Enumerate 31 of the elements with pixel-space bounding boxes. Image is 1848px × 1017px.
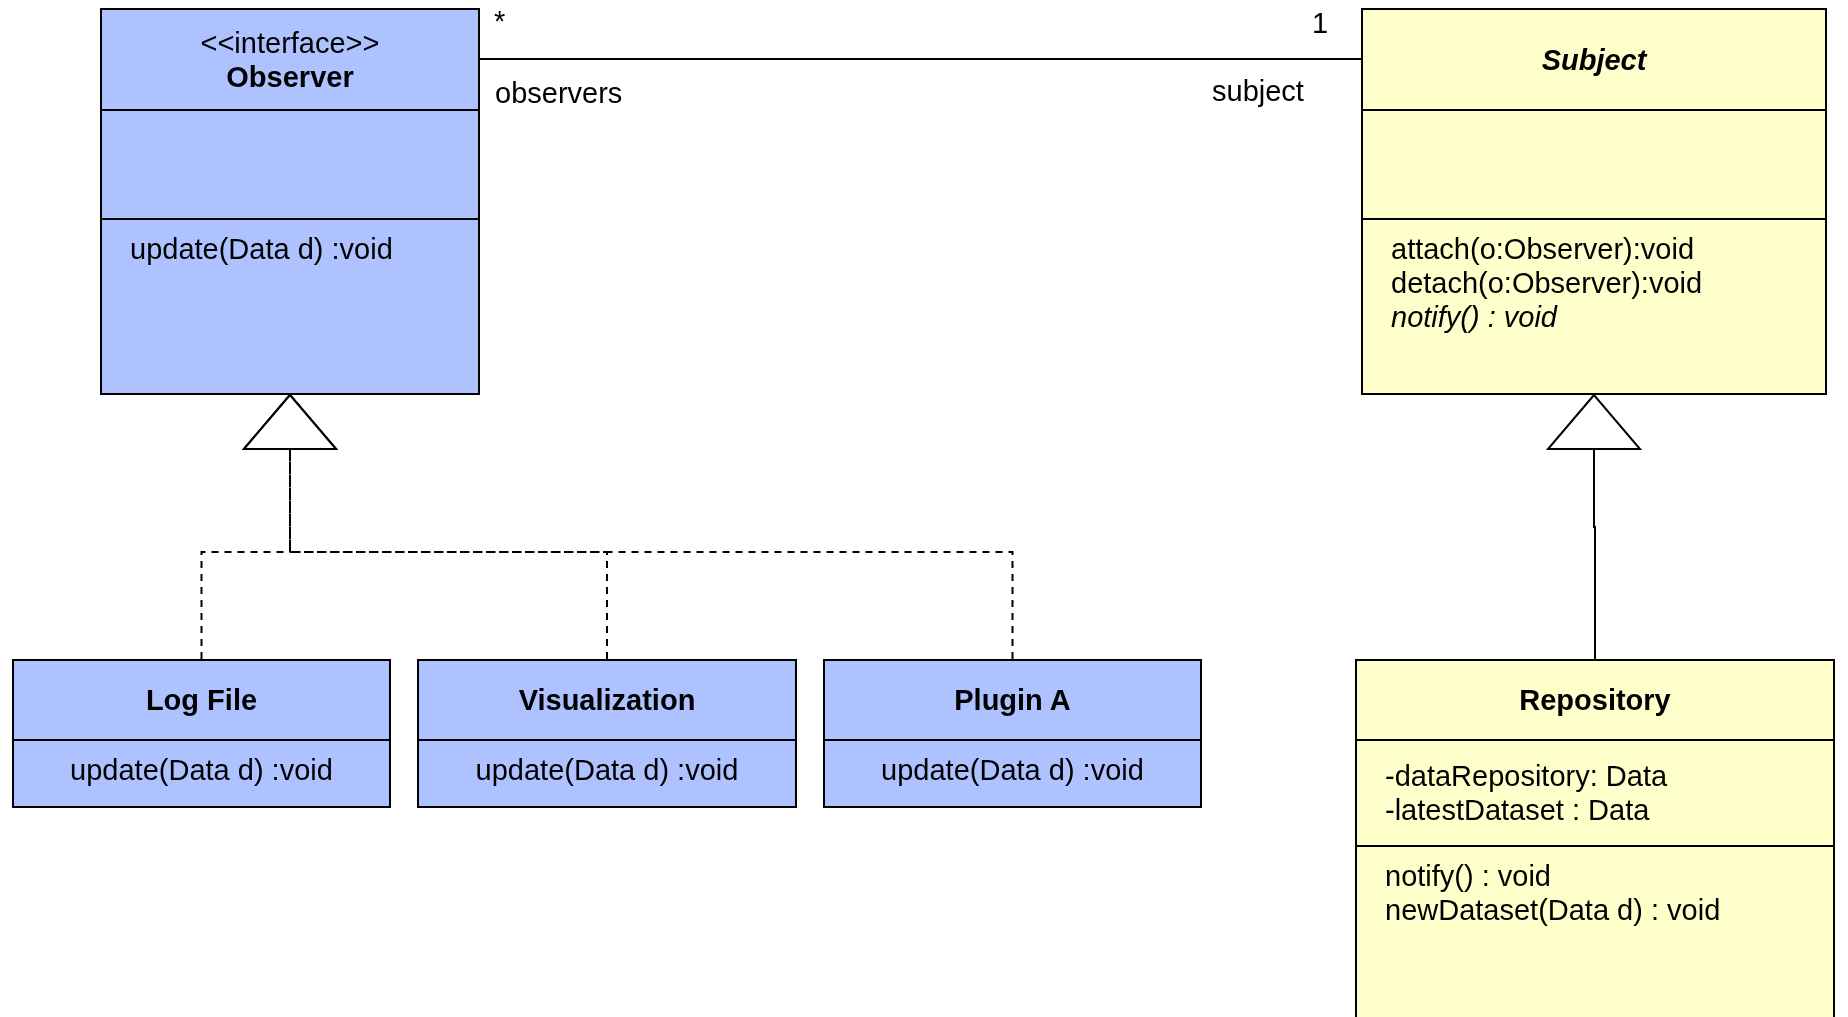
method-text: update(Data d) :void (69, 753, 334, 787)
class-name: Subject (1541, 42, 1647, 77)
attribute-text: -latestDataset : Data (1384, 793, 1650, 827)
class-box (1361, 8, 1827, 395)
class-box (1355, 659, 1835, 1017)
role-label: observers (495, 76, 623, 110)
method-text: notify() : void (1390, 300, 1559, 334)
multiplicity-label: * (494, 4, 506, 38)
class-box (12, 659, 391, 808)
attribute-text: -dataRepository: Data (1384, 759, 1668, 793)
multiplicity-label: 1 (1312, 6, 1329, 40)
method-text: newDataset(Data d) : void (1384, 893, 1722, 927)
method-text: update(Data d) :void (474, 753, 740, 787)
class-box (823, 659, 1202, 808)
generalization-arrow (1547, 394, 1641, 660)
class-name: Visualization (518, 683, 696, 717)
method-text: detach(o:Observer):void (1390, 266, 1704, 300)
stereotype-label: <<interface>> (200, 25, 380, 60)
method-text: update(Data d) :void (129, 232, 394, 266)
realization-arrow (243, 394, 1014, 660)
class-box (417, 659, 797, 808)
association-line (479, 58, 1362, 60)
class-name: Plugin A (954, 683, 1071, 717)
method-text: update(Data d) :void (880, 753, 1145, 787)
class-name: Log File (145, 683, 258, 717)
class-name: Observer (226, 59, 354, 94)
method-text: attach(o:Observer):void (1390, 232, 1695, 266)
role-label: subject (1212, 74, 1304, 108)
class-name: Repository (1519, 683, 1671, 717)
method-text: notify() : void (1384, 859, 1552, 893)
class-box (100, 8, 480, 395)
